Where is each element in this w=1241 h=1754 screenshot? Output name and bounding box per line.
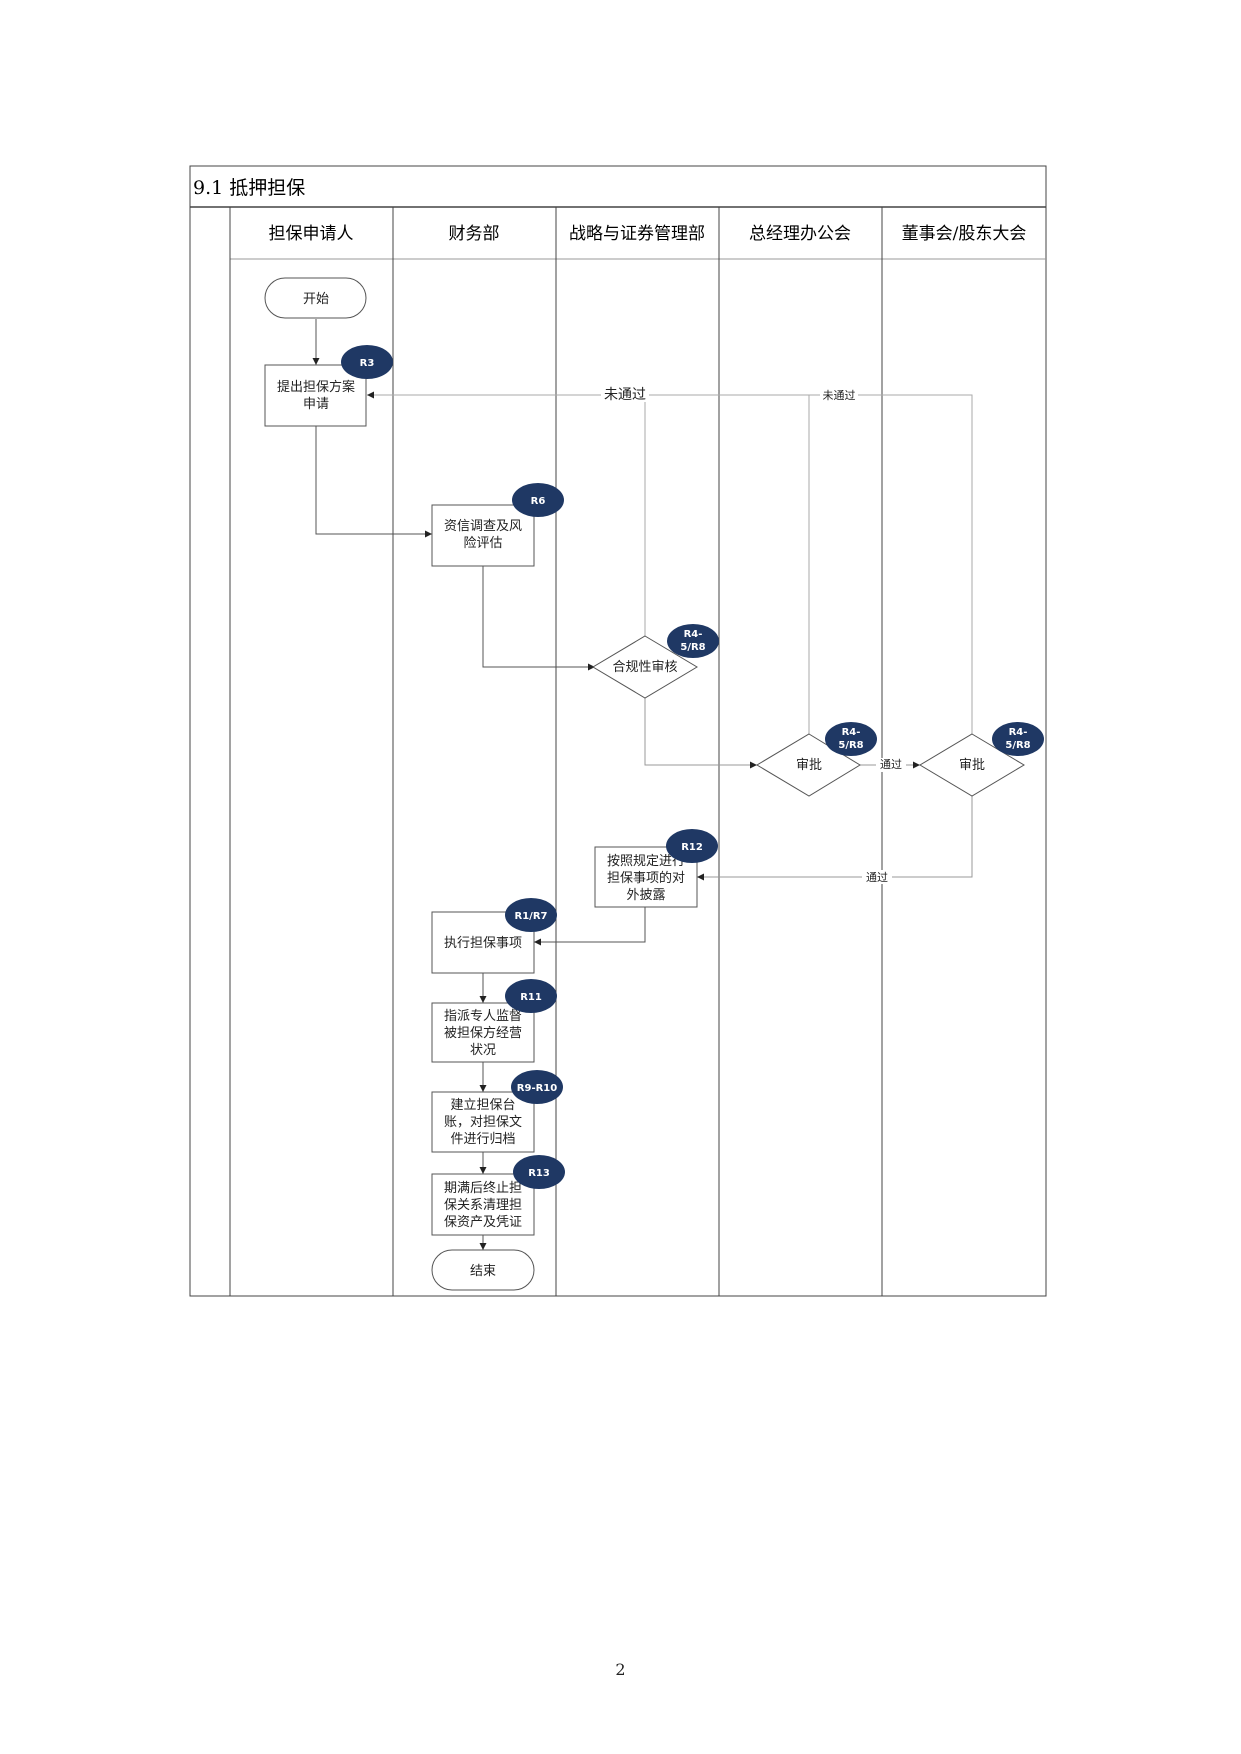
node-credit-line2: 险评估 xyxy=(463,536,502,551)
node-credit-check xyxy=(431,504,535,567)
lane-header-gm-office: 总经理办公会 xyxy=(749,224,851,244)
badge-r3 xyxy=(341,345,393,379)
edge-reject-line-board xyxy=(367,391,973,734)
badge-r12-label: R12 xyxy=(681,842,703,853)
edge-label-pass-board: 通过 xyxy=(866,871,888,884)
badge-r9-r10-label: R9-R10 xyxy=(517,1083,557,1094)
node-archive xyxy=(431,1091,535,1153)
badge-board-approval xyxy=(992,722,1044,756)
badge-r12 xyxy=(666,829,718,863)
node-end-label: 结束 xyxy=(470,1264,496,1279)
node-disclosure-line2: 担保事项的对 xyxy=(607,870,685,886)
node-proposal-line1: 提出担保方案 xyxy=(277,379,355,395)
lane-header-finance: 财务部 xyxy=(449,224,500,244)
swimlane-frame xyxy=(189,165,1047,1297)
node-disclosure-line3: 外披露 xyxy=(626,888,665,903)
node-disclosure-line1: 按照规定进行 xyxy=(607,854,685,869)
node-end xyxy=(431,1249,535,1291)
badge-gm-approval xyxy=(825,722,877,756)
node-proposal xyxy=(264,364,367,427)
node-terminate-line2: 保关系清理担 xyxy=(444,1198,522,1213)
lane-header-strategy: 战略与证券管理部 xyxy=(569,224,705,244)
badge-compliance-line2: 5/R8 xyxy=(680,642,705,653)
node-supervise-line2: 被担保方经营 xyxy=(444,1025,522,1041)
lane-header-applicant: 担保申请人 xyxy=(269,224,354,244)
node-archive-line3: 件进行归档 xyxy=(450,1132,515,1147)
node-supervise-line3: 状况 xyxy=(470,1043,496,1058)
node-board-approval-label: 审批 xyxy=(959,758,985,773)
badge-r6-label: R6 xyxy=(531,496,546,507)
edge-label-pass-gm: 通过 xyxy=(880,758,902,771)
node-terminate-line3: 保资产及凭证 xyxy=(444,1215,522,1230)
badge-r11 xyxy=(505,979,557,1013)
edge-proposal-to-credit xyxy=(315,426,432,538)
badge-board-line1: R4- xyxy=(1009,727,1028,738)
badge-r1-r7 xyxy=(505,898,557,932)
edge-label-reject-small: 未通过 xyxy=(823,389,856,402)
node-proposal-line2: 申请 xyxy=(303,397,329,412)
node-terminate-line1: 期满后终止担 xyxy=(444,1180,522,1196)
node-archive-line1: 建立担保台 xyxy=(450,1098,515,1113)
badge-r9-r10 xyxy=(511,1070,563,1104)
badge-r11-label: R11 xyxy=(520,992,542,1003)
node-start xyxy=(264,277,367,319)
badge-r3-label: R3 xyxy=(360,358,375,369)
edge-disclosure-to-execute xyxy=(534,907,646,946)
node-compliance xyxy=(592,635,698,699)
badge-compliance xyxy=(667,624,719,658)
badge-r13-label: R13 xyxy=(528,1168,550,1179)
badge-r13 xyxy=(513,1155,565,1189)
lane-header-board: 董事会/股东大会 xyxy=(902,224,1027,244)
node-supervise xyxy=(431,1002,535,1063)
badge-compliance-line1: R4- xyxy=(684,629,703,640)
badge-r1-r7-label: R1/R7 xyxy=(515,911,548,922)
edge-compliance-to-gm xyxy=(644,698,757,769)
badge-board-line2: 5/R8 xyxy=(1005,740,1030,751)
edge-credit-to-compliance xyxy=(482,566,595,671)
badge-gm-line1: R4- xyxy=(842,727,861,738)
badge-r6 xyxy=(512,483,564,517)
edge-board-pass-to-disclosure xyxy=(697,796,973,881)
node-terminate xyxy=(431,1173,535,1236)
node-execute-label: 执行担保事项 xyxy=(444,936,522,951)
edge-label-reject-main: 未通过 xyxy=(604,387,646,403)
node-archive-line2: 账，对担保文 xyxy=(444,1115,522,1130)
node-gm-approval-label: 审批 xyxy=(796,758,822,773)
badge-gm-line2: 5/R8 xyxy=(838,740,863,751)
page-number: 2 xyxy=(615,1660,626,1679)
node-supervise-line1: 指派专人监督 xyxy=(444,1009,522,1024)
node-compliance-label: 合规性审核 xyxy=(612,660,677,675)
node-start-label: 开始 xyxy=(303,292,329,307)
section-title: 9.1 抵押担保 xyxy=(193,177,305,199)
node-credit-line1: 资信调查及风 xyxy=(444,519,522,534)
